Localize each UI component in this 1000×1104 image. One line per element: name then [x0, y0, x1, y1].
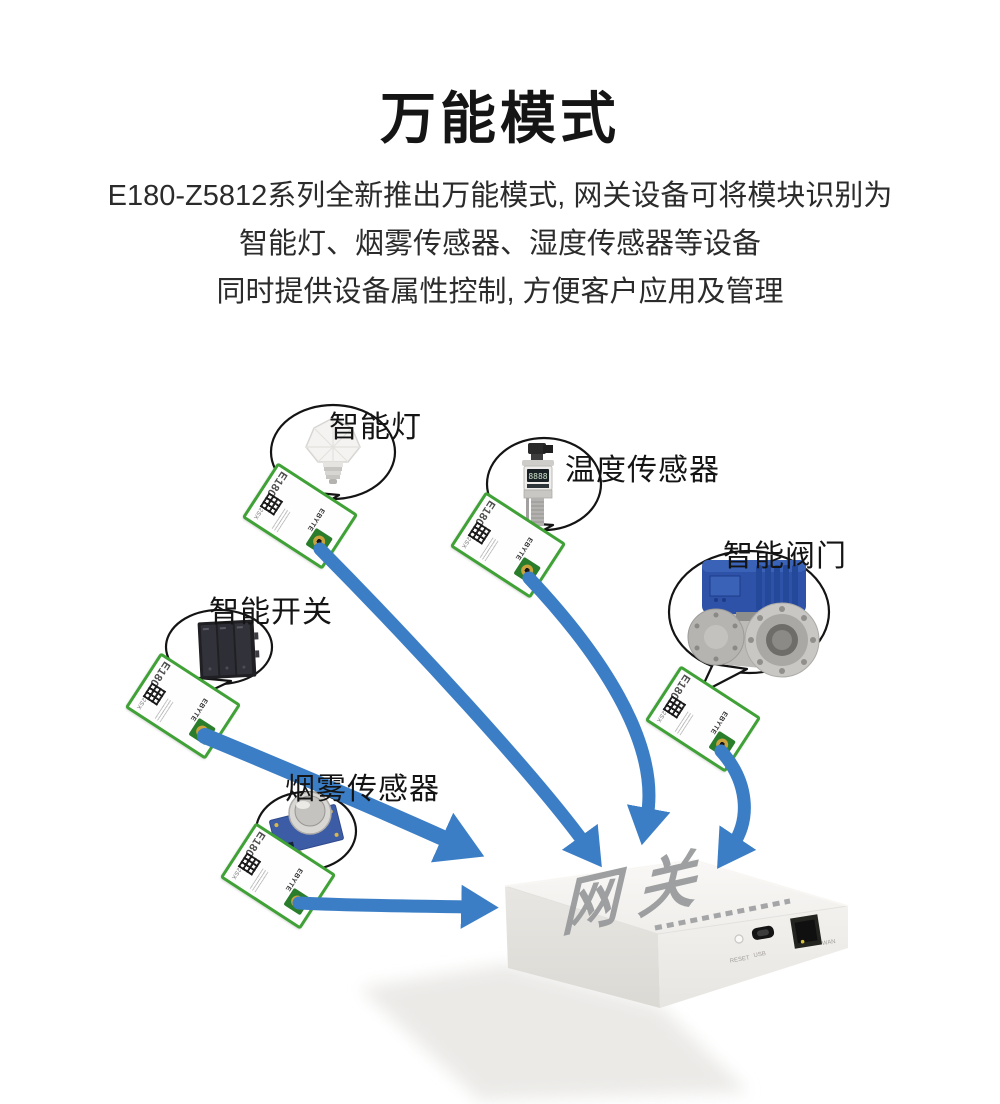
label-smoke-sensor: 烟雾传感器: [285, 773, 440, 806]
usb-port: [751, 925, 775, 940]
wan-port-label: WAN: [822, 939, 837, 947]
intro-line-1: E180-Z5812系列全新推出万能模式, 网关设备可将模块识别为: [107, 180, 893, 212]
intro-line-3: 同时提供设备属性控制, 方便客户应用及管理: [216, 276, 784, 308]
antenna-connector: [305, 527, 334, 556]
rf-module-smart-light: E180Z5812SX EBYTE: [241, 462, 359, 570]
gateway-front-face: [658, 906, 848, 1008]
gateway-label: 网关: [557, 837, 727, 945]
rf-module-smart-switch: E180Z5812SX EBYTE: [124, 652, 242, 760]
gateway-shadow: [360, 964, 748, 1100]
page-title: 万能模式: [380, 87, 620, 150]
label-smart-switch: 智能开关: [209, 596, 333, 629]
arrow-smoke-sensor-to-gateway: [292, 884, 499, 929]
label-smart-light: 智能灯: [329, 411, 422, 444]
smart-valve-device: [687, 560, 820, 678]
usb-port-label: USB: [753, 951, 766, 959]
reset-port-label: RESET: [729, 955, 750, 964]
label-temp-sensor: 温度传感器: [565, 454, 720, 487]
arrow-temp-sensor-to-gateway: [522, 571, 671, 846]
svg-text:8888: 8888: [528, 472, 547, 481]
rf-module-smart-valve: E180Z5812SX EBYTE: [644, 665, 762, 773]
wan-port: [787, 911, 825, 952]
intro-line-2: 智能灯、烟雾传感器、湿度传感器等设备: [238, 228, 761, 260]
temp-sensor-device: 8888: [522, 443, 554, 526]
antenna-connector: [188, 717, 217, 746]
antenna-connector: [513, 556, 542, 585]
intro-paragraph: E180-Z5812系列全新推出万能模式, 网关设备可将模块识别为 智能灯、烟雾…: [0, 172, 1000, 316]
antenna-connector: [283, 887, 312, 916]
reset-button: [734, 934, 744, 944]
label-smart-valve: 智能阀门: [723, 540, 847, 573]
antenna-connector: [708, 730, 737, 759]
rf-module-smoke-sensor: E180Z5812SX EBYTE: [219, 822, 337, 930]
rf-module-temp-sensor: E180Z5812SX EBYTE: [449, 491, 567, 599]
